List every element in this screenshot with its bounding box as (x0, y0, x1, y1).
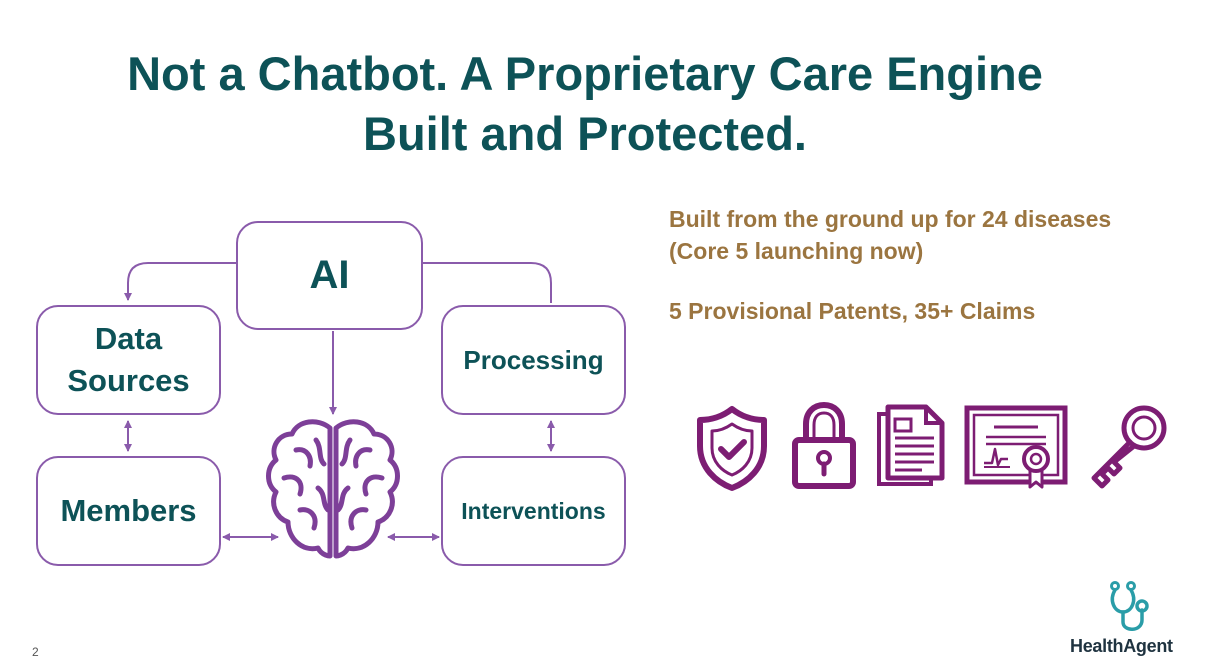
members-label: Members (60, 493, 197, 528)
ai-label: AI (309, 253, 350, 297)
data-sources-label-line-1: Data (94, 321, 163, 356)
processing-label: Processing (463, 344, 604, 375)
arrow-ai-to-data-sources (124, 262, 236, 301)
slide-title-line-1: Not a Chatbot. A Proprietary Care Engine (127, 47, 1043, 100)
document-icon (877, 404, 945, 486)
stethoscope-icon (1110, 581, 1149, 631)
connector-ai-to-processing (423, 262, 552, 303)
data-sources-box: Data Sources (36, 305, 221, 415)
brain-icon (266, 419, 400, 559)
ai-box: AI (236, 221, 423, 330)
disease-coverage-line-2: (Core 5 launching now) (669, 238, 924, 264)
slide-title-line-2: Built and Protected. (363, 107, 807, 160)
interventions-label: Interventions (461, 497, 606, 524)
disease-coverage-text: Built from the ground up for 24 diseases… (669, 203, 1111, 267)
patents-line: 5 Provisional Patents, 35+ Claims (669, 298, 1036, 324)
disease-coverage-line-1: Built from the ground up for 24 diseases (669, 206, 1112, 232)
data-sources-label-line-2: Sources (67, 363, 190, 398)
padlock-icon (792, 401, 856, 489)
patents-text: 5 Provisional Patents, 35+ Claims (669, 295, 1035, 327)
page-number: 2 (32, 645, 39, 659)
processing-box: Processing (441, 305, 626, 415)
key-icon (1091, 405, 1167, 489)
shield-check-icon (697, 406, 767, 491)
members-box: Members (36, 456, 221, 566)
certificate-icon (964, 405, 1068, 489)
interventions-box: Interventions (441, 456, 626, 566)
slide-title: Not a Chatbot. A Proprietary Care Engine… (0, 44, 1170, 164)
brand-name: HealthAgent (1070, 636, 1173, 656)
